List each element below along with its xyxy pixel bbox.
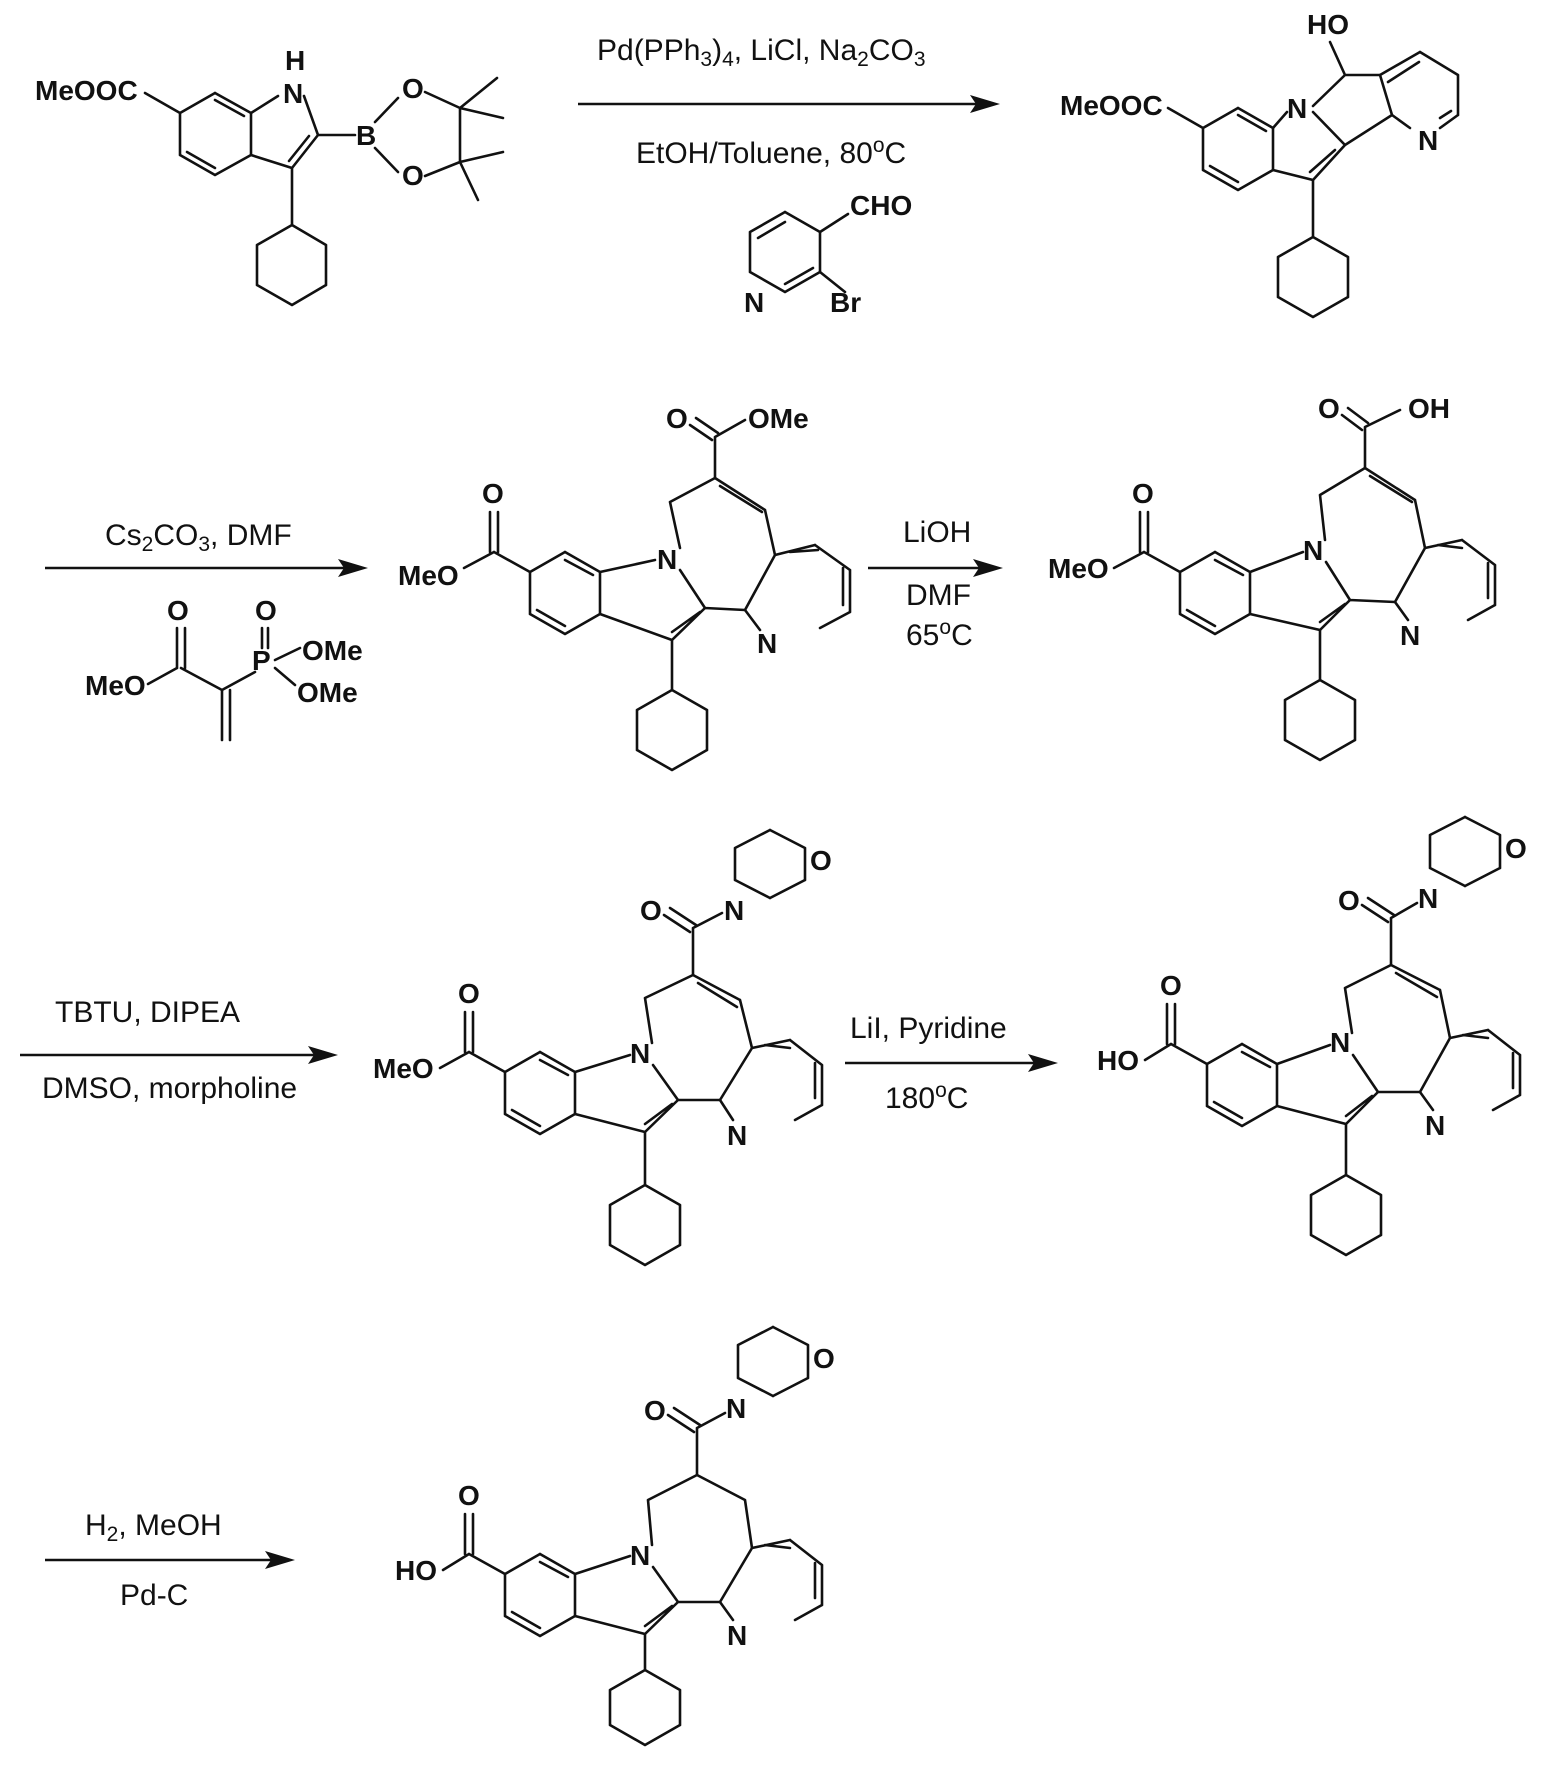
step-1-reagents-bottom: EtOH/Toluene, 80oC [636, 134, 906, 170]
amide-n-label: N [724, 895, 744, 926]
reagent-phosphonoacrylate: O MeO P O OMe OMe [85, 595, 363, 740]
step-3-reagents-mid: DMF [906, 579, 971, 612]
morpholine-o-label: O [810, 845, 832, 876]
step-2: Cs2CO3, DMF O MeO P O OMe OMe [45, 519, 368, 740]
morpholine-o-label-2: O [1505, 833, 1527, 864]
pyridine-n-label-3: N [757, 628, 777, 659]
pyridine-n-label-7: N [727, 1620, 747, 1651]
amide-n-label-3: N [726, 1393, 746, 1424]
pyridine-n-label-5: N [727, 1120, 747, 1151]
indole-n-label-5: N [630, 1038, 650, 1069]
h-label: H [285, 45, 305, 76]
ester-meo-label: MeO [398, 560, 459, 591]
acrylate-o-label: O [167, 595, 189, 626]
ester-ome-label: OMe [748, 403, 809, 434]
meooc-label-2: MeOOC [1060, 90, 1163, 121]
amide-n-label-2: N [1418, 883, 1438, 914]
cho-label: CHO [850, 190, 912, 221]
step-5: LiI, Pyridine 180oC [845, 1012, 1058, 1115]
product-3-azepine-acid: O OH O MeO N N [1048, 393, 1495, 760]
indole-n-label-3: N [657, 544, 677, 575]
step-4: TBTU, DIPEA DMSO, morpholine [20, 996, 338, 1105]
product-4-morpholine-amide-ester: O N O O MeO N N [373, 830, 832, 1265]
phosphorus-label: P [252, 645, 271, 676]
step-3: LiOH DMF 65oC [868, 516, 1003, 652]
phosphonate-ome1-label: OMe [302, 635, 363, 666]
step-6-reagents-bottom: Pd-C [120, 1579, 188, 1612]
step-4-reagents-top: TBTU, DIPEA [55, 996, 240, 1029]
acid-ho-label-2: HO [395, 1555, 437, 1586]
ester-o-top-label-2: O [1132, 478, 1154, 509]
ho-label: HO [1307, 9, 1349, 40]
acid-o-label: O [1318, 393, 1340, 424]
final-product-saturated-azepine-acid: O N O O HO N N [395, 1327, 835, 1745]
acid-ho-label: HO [1097, 1045, 1139, 1076]
pyridine-n-label-2: N [1418, 125, 1438, 156]
pyridine-n-label-6: N [1425, 1110, 1445, 1141]
boron-label: B [356, 120, 376, 151]
amide-o-label: O [640, 895, 662, 926]
indole-n-label-6: N [1330, 1027, 1350, 1058]
step-4-reagents-bottom: DMSO, morpholine [42, 1072, 297, 1105]
ester-o-top-label: O [482, 478, 504, 509]
meooc-label: MeOOC [35, 75, 138, 106]
boronate-o1-label: O [402, 73, 424, 104]
br-label: Br [830, 287, 861, 318]
step-6: H2, MeOH Pd-C [45, 1509, 295, 1612]
pyridine-n-label-4: N [1400, 620, 1420, 651]
indole-n-label-7: N [630, 1540, 650, 1571]
step-1-reagents-top: Pd(PPh3)4, LiCl, Na2CO3 [597, 34, 926, 71]
boronate-o2-label: O [402, 160, 424, 191]
acrylate-meo-label: MeO [85, 670, 146, 701]
pyridine-n-label: N [744, 287, 764, 318]
step-5-reagents-top: LiI, Pyridine [850, 1012, 1007, 1045]
indole-n-label-4: N [1303, 535, 1323, 566]
step-3-reagents-bottom: 65oC [906, 616, 973, 652]
ester-o-label: O [666, 403, 688, 434]
morpholine-o-label-3: O [813, 1343, 835, 1374]
nh-n-label: N [283, 78, 303, 109]
step-3-reagents-top: LiOH [903, 516, 971, 549]
step-1: Pd(PPh3)4, LiCl, Na2CO3 EtOH/Toluene, 80… [578, 34, 1000, 318]
amide-o-label-3: O [644, 1395, 666, 1426]
product-2-azepine-diester: O OMe O MeO N N [398, 403, 850, 770]
starting-material-indole-boronate: MeOOC H N B O O [35, 45, 503, 305]
amide-o-label-2: O [1338, 885, 1360, 916]
phosphonate-ome2-label: OMe [297, 677, 358, 708]
step-2-reagents-top: Cs2CO3, DMF [105, 519, 292, 556]
phosphonate-o-label: O [255, 595, 277, 626]
reagent-2-bromonicotinaldehyde: CHO N Br [744, 190, 912, 318]
product-1-hydroxy-intermediate: HO MeOOC N N [1060, 9, 1458, 317]
ester-meo-label-2: MeO [1048, 553, 1109, 584]
ester-o-top-label-3: O [458, 978, 480, 1009]
step-5-reagents-bottom: 180oC [885, 1079, 968, 1115]
acid-o-top-label-2: O [458, 1480, 480, 1511]
acid-o-top-label: O [1160, 970, 1182, 1001]
ester-meo-label-3: MeO [373, 1053, 434, 1084]
acid-oh-label: OH [1408, 393, 1450, 424]
step-6-reagents-top: H2, MeOH [85, 1509, 222, 1546]
product-5-morpholine-amide-acid: O N O O HO N N [1097, 817, 1527, 1255]
indole-n-label: N [1287, 93, 1307, 124]
